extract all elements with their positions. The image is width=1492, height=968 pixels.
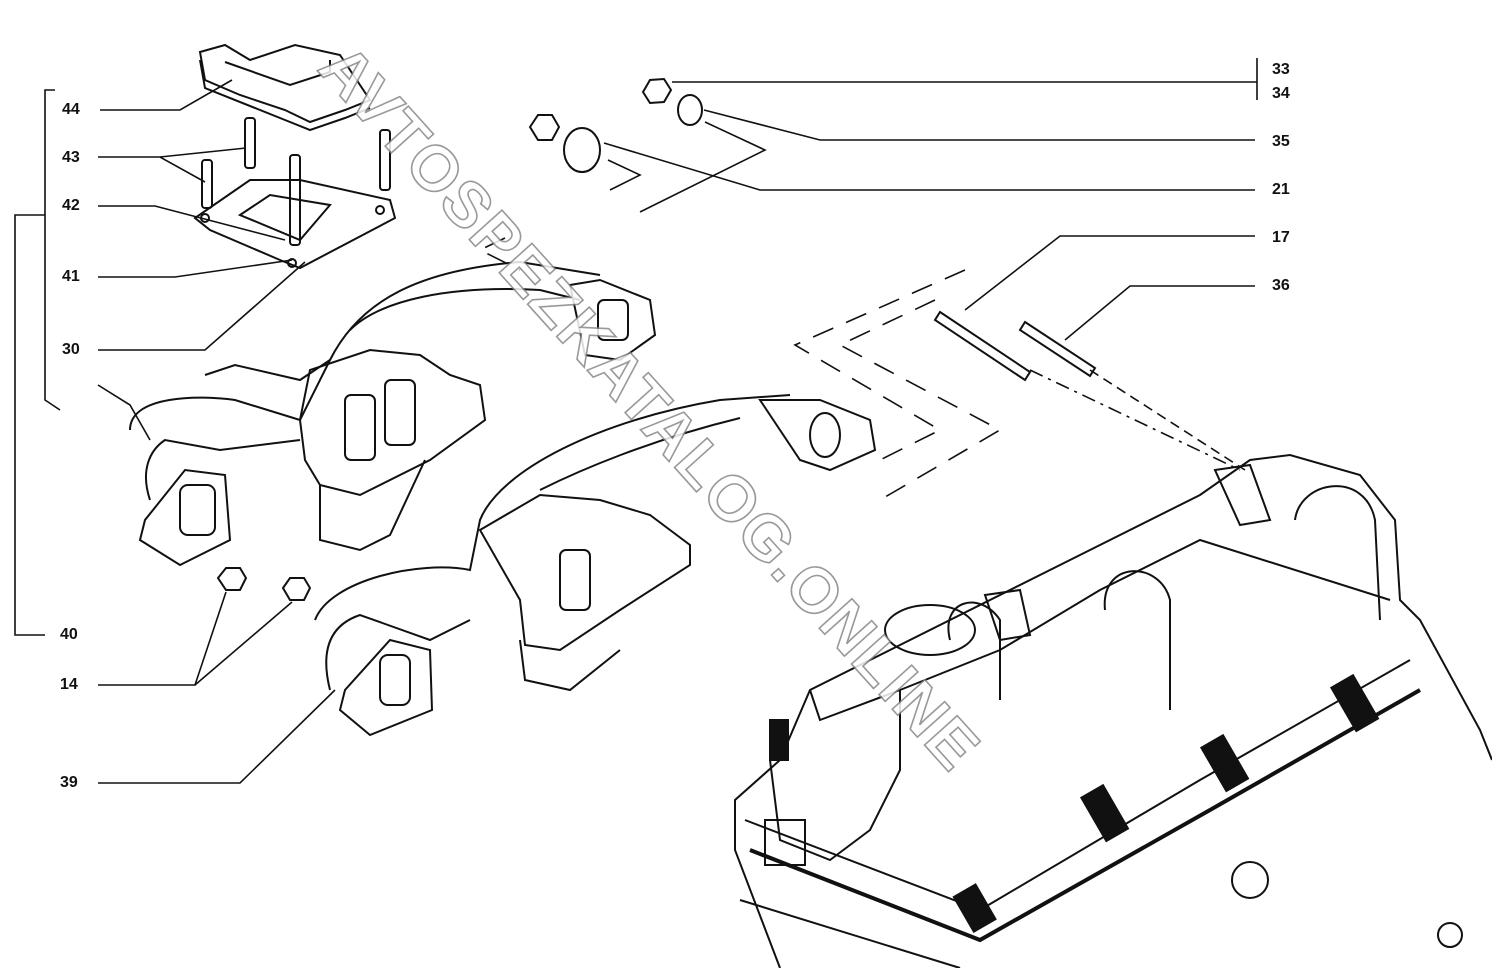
callout-30: 30 bbox=[62, 341, 80, 358]
part-17-36-studs bbox=[933, 310, 1097, 382]
callout-33: 33 bbox=[1272, 61, 1290, 78]
callout-44: 44 bbox=[62, 101, 80, 118]
callout-34: 34 bbox=[1272, 85, 1290, 102]
upper-manifold bbox=[129, 260, 657, 567]
callout-43: 43 bbox=[62, 149, 80, 166]
callout-14: 14 bbox=[60, 676, 78, 693]
leader-lines-right bbox=[603, 58, 1258, 341]
part-42-gasket bbox=[193, 179, 397, 270]
part-44-plate bbox=[198, 43, 372, 132]
callout-39: 39 bbox=[60, 774, 78, 791]
engine-cylinder-head bbox=[734, 453, 1492, 968]
callout-21: 21 bbox=[1272, 181, 1290, 198]
callout-36: 36 bbox=[1272, 277, 1290, 294]
part-nuts-washers bbox=[216, 77, 703, 601]
callout-40: 40 bbox=[60, 626, 78, 643]
lower-manifold bbox=[314, 394, 877, 737]
callout-42: 42 bbox=[62, 197, 80, 214]
leader-lines-left bbox=[14, 79, 336, 784]
callout-41: 41 bbox=[62, 268, 80, 285]
part-43-studs bbox=[201, 117, 391, 246]
callout-35: 35 bbox=[1272, 133, 1290, 150]
callout-17: 17 bbox=[1272, 229, 1290, 246]
